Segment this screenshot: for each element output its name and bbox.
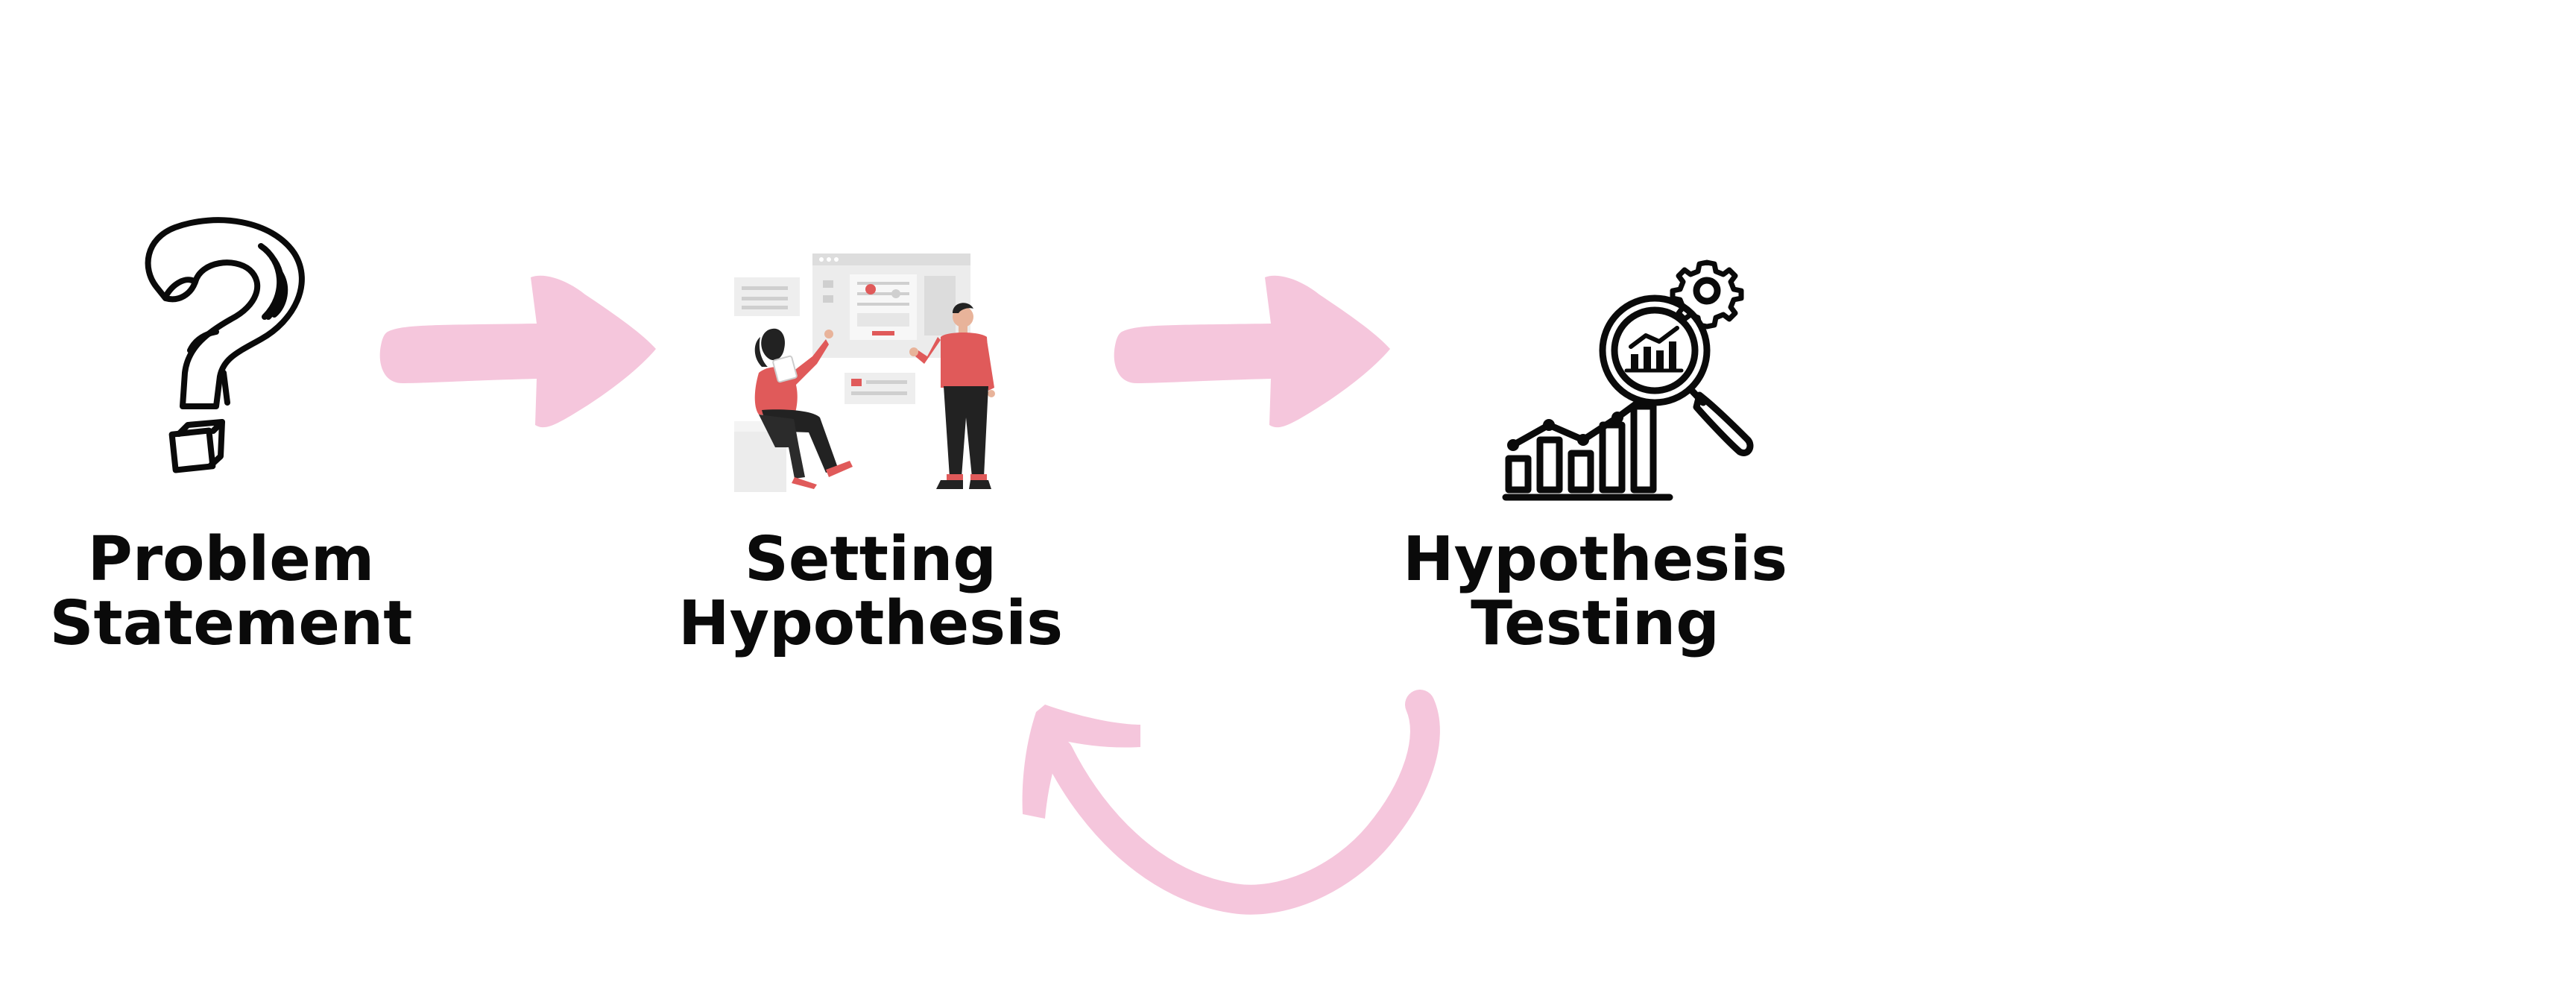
question-mark-icon bbox=[145, 217, 305, 473]
arrow-2 bbox=[1114, 275, 1390, 428]
step-label-line1: Problem bbox=[87, 524, 375, 595]
step-label-line2: Statement bbox=[49, 588, 413, 659]
step-label-line2: Testing bbox=[1471, 588, 1720, 659]
step-label-line1: Setting bbox=[744, 524, 997, 595]
arrow-1 bbox=[379, 275, 656, 428]
step-label-problem-statement: Problem Statement bbox=[0, 528, 462, 656]
step-label-hypothesis-testing: Hypothesis Testing bbox=[1364, 528, 1826, 656]
analytics-magnifier-icon bbox=[1502, 259, 1754, 501]
step-label-line2: Hypothesis bbox=[678, 588, 1064, 659]
team-presentation-illustration bbox=[734, 253, 995, 492]
step-label-line1: Hypothesis bbox=[1402, 524, 1788, 595]
step-label-setting-hypothesis: Setting Hypothesis bbox=[640, 528, 1102, 656]
feedback-loop-arrow bbox=[1022, 690, 1440, 915]
